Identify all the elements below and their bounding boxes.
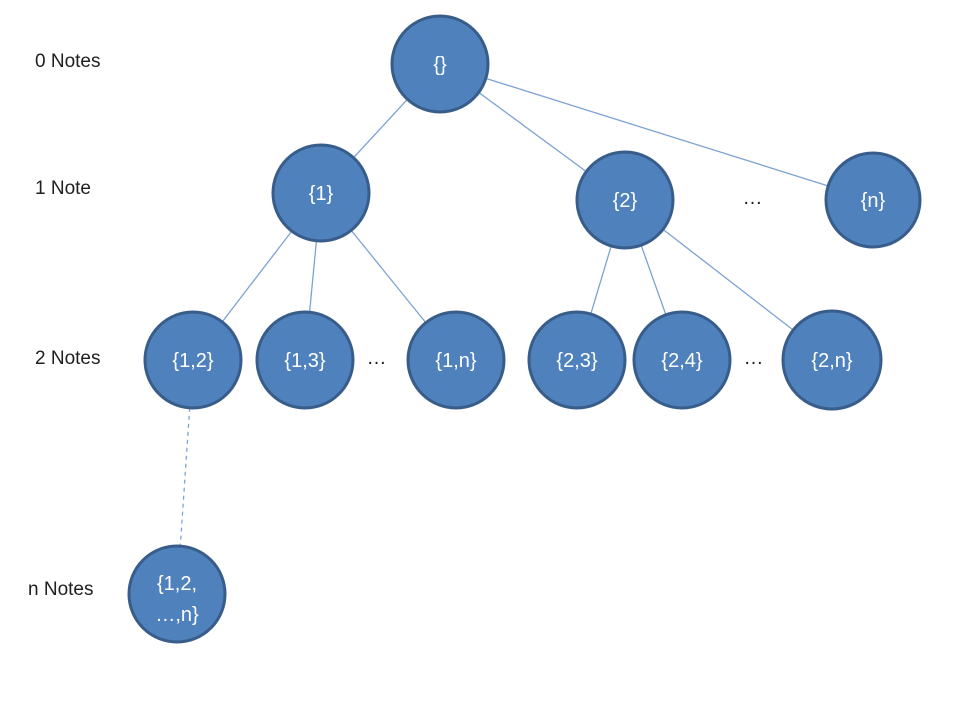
node-label-set-1-line-0: {1} bbox=[309, 183, 334, 205]
dots-level-2-left: … bbox=[367, 347, 388, 369]
node-label-set-1-2-n-line-0: {1,2, bbox=[157, 573, 197, 595]
node-set-2-3 bbox=[527, 310, 627, 410]
node-label-set-2-4-line-0: {2,4} bbox=[661, 350, 702, 372]
node-label-set-2-3-line-0: {2,3} bbox=[556, 350, 597, 372]
dots-level-1: … bbox=[743, 187, 764, 209]
node-set-1-2 bbox=[143, 310, 243, 410]
node-set-2-n bbox=[781, 309, 883, 411]
node-set-1-n bbox=[406, 310, 506, 410]
node-label-set-2-n-line-0: {2,n} bbox=[811, 350, 852, 372]
row-label-row-0-notes: 0 Notes bbox=[35, 51, 100, 72]
node-set-n bbox=[824, 151, 922, 249]
node-set-2 bbox=[575, 150, 675, 250]
node-set-2-4 bbox=[632, 310, 732, 410]
node-root-empty-set bbox=[390, 14, 490, 114]
edge-root-empty-set-to-set-n bbox=[439, 63, 874, 201]
node-label-set-1-2-n-line-1: …,n} bbox=[155, 604, 199, 626]
row-label-row-1-note: 1 Note bbox=[35, 178, 91, 199]
node-label-root-empty-set-line-0: {} bbox=[433, 54, 447, 76]
dots-level-2-right: … bbox=[744, 347, 765, 369]
node-label-set-1-2-line-0: {1,2} bbox=[172, 350, 213, 372]
node-label-set-n-line-0: {n} bbox=[861, 190, 886, 212]
row-label-row-n-notes: n Notes bbox=[28, 579, 93, 600]
node-label-set-2-line-0: {2} bbox=[613, 190, 638, 212]
node-set-1-2-n bbox=[127, 544, 227, 644]
node-label-set-1-3-line-0: {1,3} bbox=[284, 350, 325, 372]
node-label-set-1-n-line-0: {1,n} bbox=[435, 350, 476, 372]
node-set-1 bbox=[271, 143, 371, 243]
row-label-row-2-notes: 2 Notes bbox=[35, 348, 100, 369]
node-set-1-3 bbox=[255, 310, 355, 410]
